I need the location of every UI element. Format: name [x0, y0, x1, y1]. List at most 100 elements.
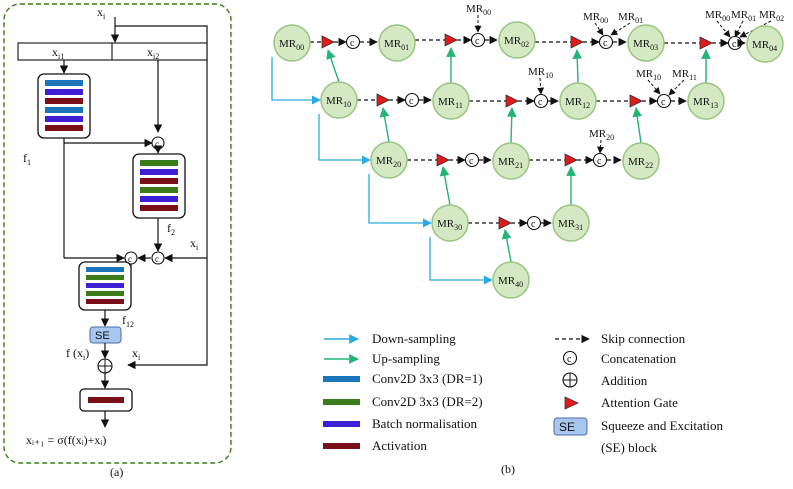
node-mr13: MR13	[687, 82, 725, 120]
legend-skip-connection: Skip connection	[555, 331, 686, 346]
skip-connection	[596, 139, 604, 154]
legend: Down-sampling Up-sampling Conv2D 3x3 (DR…	[323, 331, 724, 455]
svg-text:Squeeze and Excitation: Squeeze and Excitation	[601, 418, 724, 433]
skip-connection	[716, 20, 731, 38]
concat-node	[598, 34, 614, 50]
node-mr10: MR10	[320, 81, 358, 119]
panel-a: xi xi1 xi2 f1 c	[3, 3, 232, 479]
attention-gate	[498, 216, 512, 230]
panel-a-border	[3, 3, 232, 464]
legend-se-block: SE Squeeze and Excitation (SE) block	[553, 417, 724, 455]
node-mr30: MR30	[431, 204, 469, 242]
node-mr02: MR02	[498, 21, 536, 59]
svg-text:Addition: Addition	[601, 373, 648, 388]
svg-text:Conv2D 3x3 (DR=1): Conv2D 3x3 (DR=1)	[372, 371, 483, 386]
xi-mid-label: xi	[190, 236, 199, 252]
se-block: SE	[89, 326, 122, 344]
attention-gate	[444, 33, 458, 47]
svg-text:SE: SE	[559, 420, 575, 434]
conv-block-1	[37, 73, 91, 139]
skip-label: MR00	[466, 3, 491, 17]
skip-connection	[734, 20, 744, 38]
concat-node	[656, 93, 672, 109]
legend-activation: Activation	[323, 438, 427, 453]
caption-b: (b)	[501, 462, 515, 476]
attention-gate	[505, 94, 519, 108]
down-sampling-arrow	[318, 114, 371, 165]
svg-text:Attention Gate: Attention Gate	[601, 395, 678, 410]
svg-text:c: c	[128, 254, 132, 264]
concat-symbol: c	[409, 96, 414, 107]
attention-gate	[629, 94, 643, 108]
f1-label: f1	[23, 151, 31, 167]
up-sampling-arrow	[379, 107, 390, 143]
legend-up-sampling: Up-sampling	[324, 351, 440, 366]
up-sampling-arrow	[632, 107, 643, 144]
concat-symbol: c	[475, 36, 480, 47]
skip-connection	[594, 22, 604, 36]
concat-symbol: c	[597, 156, 602, 167]
concat-symbol: c	[469, 156, 474, 167]
legend-down-sampling: Down-sampling	[324, 331, 456, 346]
node-mr03: MR03	[627, 24, 665, 62]
attention-gate	[570, 35, 584, 49]
concat-node	[404, 92, 420, 108]
concat-symbol: c	[538, 97, 543, 108]
concat-node-a1: c	[151, 136, 165, 150]
legend-batch-norm: Batch normalisation	[323, 416, 478, 431]
up-sampling-arrow	[501, 229, 512, 263]
skip-connection	[647, 79, 661, 95]
split-label-2: xi2	[147, 45, 159, 61]
legend-addition: Addition	[562, 372, 648, 388]
svg-text:c: c	[155, 254, 159, 264]
split-label-1: xi1	[52, 45, 64, 61]
activation-block	[79, 388, 133, 412]
skip-label: MR00	[583, 11, 608, 25]
caption-a: (a)	[110, 465, 123, 479]
skip-connection	[668, 79, 685, 96]
node-mr31: MR31	[552, 204, 590, 242]
concat-node	[526, 215, 542, 231]
attention-gate	[376, 93, 390, 107]
node-mr12: MR12	[559, 82, 597, 120]
f2-label: f2	[167, 221, 175, 237]
concat-node-a2: c	[151, 251, 165, 265]
skip-label: MR10	[528, 66, 553, 80]
f12-label: f12	[122, 313, 134, 329]
skip-label: MR11	[672, 68, 697, 82]
xi-low-label: xi	[132, 346, 141, 362]
down-sampling-arrow	[368, 174, 432, 228]
node-mr00: MR00	[273, 24, 311, 62]
up-sampling-arrow	[326, 49, 340, 83]
up-sampling-arrow	[506, 107, 517, 144]
svg-text:Concatenation: Concatenation	[601, 351, 677, 366]
output-formula: xᵢ₊₁ = σ(f(xᵢ)+xᵢ)	[26, 433, 106, 447]
attention-gate	[564, 153, 578, 167]
concat-symbol: c	[603, 38, 608, 49]
concat-node	[470, 32, 486, 48]
concat-symbol: c	[732, 39, 737, 50]
up-sampling-arrow	[439, 166, 451, 206]
node-mr01: MR01	[378, 24, 416, 62]
node-mr11: MR11	[432, 82, 470, 120]
svg-text:Skip connection: Skip connection	[601, 331, 686, 346]
svg-text:Conv2D 3x3 (DR=2): Conv2D 3x3 (DR=2)	[372, 394, 483, 409]
node-mr40: MR40	[492, 261, 530, 299]
legend-attention-gate: Attention Gate	[564, 395, 678, 410]
attention-gate	[699, 36, 713, 50]
svg-text:SE: SE	[95, 330, 110, 342]
node-mr20: MR20	[370, 141, 408, 179]
svg-text:Down-sampling: Down-sampling	[372, 331, 456, 346]
svg-text:Batch normalisation: Batch normalisation	[372, 416, 478, 431]
svg-text:c: c	[155, 139, 159, 149]
concat-node	[345, 34, 361, 50]
skip-label: MR01	[731, 9, 756, 23]
node-mr04: MR04	[746, 25, 784, 63]
legend-concatenation: c Concatenation	[562, 350, 677, 366]
node-mr22: MR22	[622, 142, 660, 180]
input-label: xi	[97, 5, 106, 21]
skip-label: MR02	[759, 9, 784, 23]
legend-conv-dr1: Conv2D 3x3 (DR=1)	[323, 371, 483, 386]
